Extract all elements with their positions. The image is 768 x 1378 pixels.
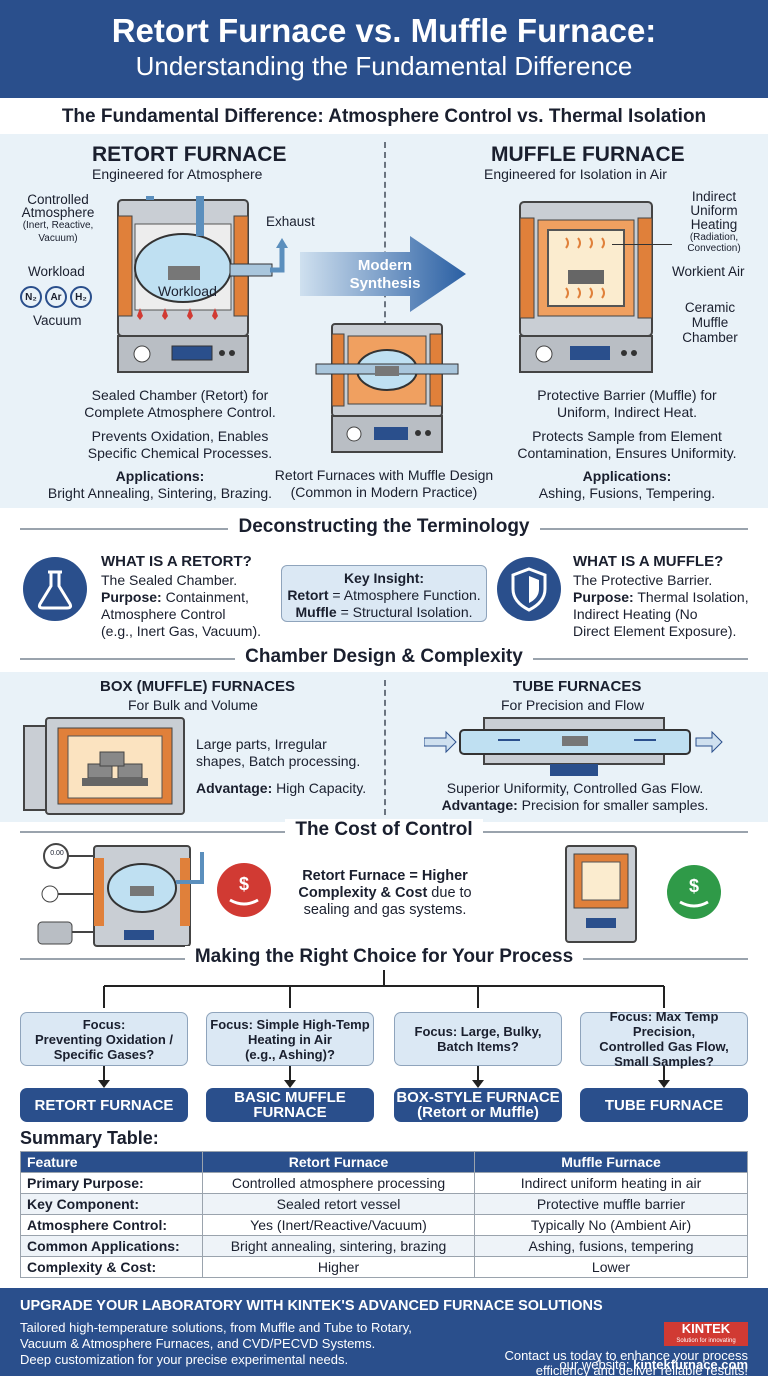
box-furnace-title: BOX (MUFFLE) FURNACES [100,678,295,695]
decision-tree-connectors [98,970,670,1088]
question-retort: Focus:Preventing Oxidation /Specific Gas… [20,1012,188,1066]
box-furnace-subtitle: For Bulk and Volume [128,697,258,713]
workload-inner-label: Workload [158,283,217,299]
retort-term-text: The Sealed Chamber. Purpose: Containment… [101,572,262,639]
page-title: Retort Furnace vs. Muffle Furnace: [111,12,657,49]
footer-headline: UPGRADE YOUR LABORATORY WITH KINTEK'S AD… [20,1298,603,1314]
indirect-heating-label: Indirect Uniform Heating (Radiation, Con… [687,189,741,255]
tube-furnace-desc: Superior Uniformity, Controlled Gas Flow… [446,780,704,796]
box-furnace-advantage: Advantage: High Capacity. [196,780,367,796]
table-header: Feature [20,1151,203,1173]
retort-gas-system-illustration [37,843,204,947]
tube-furnace-illustration [424,717,723,776]
table-header: Muffle Furnace [474,1151,748,1173]
kintek-logo: KINTEK Solution for innovating [664,1322,748,1346]
workload-label: Workload [28,264,85,279]
section2-heading: Deconstructing the Terminology [228,516,540,537]
muffle-term-text: The Protective Barrier. Purpose: Thermal… [573,572,749,639]
question-tube: Focus: Max Temp Precision,Controlled Gas… [580,1009,748,1069]
argon-icon: Ar [45,286,67,308]
retort-furnace-illustration [117,196,288,373]
section1-heading: The Fundamental Difference: Atmosphere C… [61,106,707,127]
key-insight-box: Key Insight: Retort = Atmosphere Functio… [281,565,487,622]
svg-text:$: $ [689,876,699,896]
muffle-title: MUFFLE FURNACE [491,143,685,166]
table-row: Primary Purpose:Controlled atmosphere pr… [20,1172,748,1194]
page-header: Retort Furnace vs. Muffle Furnace: Under… [0,0,768,98]
hybrid-caption: Retort Furnaces with Muffle Design(Commo… [274,467,494,500]
svg-text:$: $ [239,874,249,894]
high-cost-icon: $ [217,863,271,917]
cost-text: Retort Furnace = Higher Complexity & Cos… [298,868,472,918]
table-header: Retort Furnace [202,1151,475,1173]
box-furnace-illustration [23,717,185,815]
tube-furnace-subtitle: For Precision and Flow [501,697,645,713]
muffle-pointer-line [612,244,672,245]
section3-heading: Chamber Design & Complexity [235,646,533,667]
retort-term-title: WHAT IS A RETORT? [101,553,252,570]
retort-applications: Applications:Bright Annealing, Sintering… [47,468,273,501]
footer: UPGRADE YOUR LABORATORY WITH KINTEK'S AD… [0,1288,768,1378]
muffle-furnace-illustration [519,201,653,373]
answer-retort-furnace: RETORT FURNACE [20,1088,188,1122]
muffle-term-title: WHAT IS A MUFFLE? [573,553,724,570]
retort-title: RETORT FURNACE [92,143,287,166]
answer-box-style: BOX-STYLE FURNACE(Retort or Muffle) [394,1088,562,1122]
hydrogen-icon: H₂ [70,286,92,308]
footer-description: Tailored high-temperature solutions, fro… [20,1320,412,1367]
gas-icons: N₂ Ar H₂ [20,286,92,308]
section4-heading: The Cost of Control [285,819,483,840]
footer-website-link[interactable]: our website: kintekfurnace.com [559,1357,748,1372]
ambient-air-label: Workient Air [672,264,745,279]
muffle-subtitle: Engineered for Isolation in Air [484,166,667,182]
summary-table-title: Summary Table: [20,1128,159,1148]
vacuum-label: Vacuum [33,313,82,328]
answer-tube-furnace: TUBE FURNACE [580,1088,748,1122]
muffle-simple-illustration [565,845,637,943]
page-subtitle: Understanding the Fundamental Difference [135,51,633,81]
shield-icon [497,557,561,621]
synthesis-arrow [300,236,466,312]
footer-contact: Contact us today to enhance your process… [504,1348,748,1378]
low-cost-icon: $ [667,865,721,919]
table-row: Common Applications:Bright annealing, si… [20,1235,748,1257]
tube-furnace-title: TUBE FURNACES [513,678,642,695]
retort-subtitle: Engineered for Atmosphere [92,166,263,182]
controlled-atmosphere-label: Controlled Atmosphere (Inert, Reactive, … [21,192,95,244]
gauge-readout: 0.00 [50,850,64,857]
hybrid-furnace-illustration [315,323,459,453]
muffle-applications: Applications:Ashing, Fusions, Tempering. [538,468,716,501]
flask-icon [23,557,87,621]
summary-table: Feature Retort Furnace Muffle Furnace Pr… [20,1151,748,1278]
tube-furnace-advantage: Advantage: Precision for smaller samples… [441,797,709,813]
exhaust-label: Exhaust [266,214,315,229]
section5-heading: Making the Right Choice for Your Process [184,946,584,967]
question-box: Focus: Large, Bulky,Batch Items? [394,1012,562,1066]
table-row: Atmosphere Control:Yes (Inert/Reactive/V… [20,1214,748,1236]
nitrogen-icon: N₂ [20,286,42,308]
